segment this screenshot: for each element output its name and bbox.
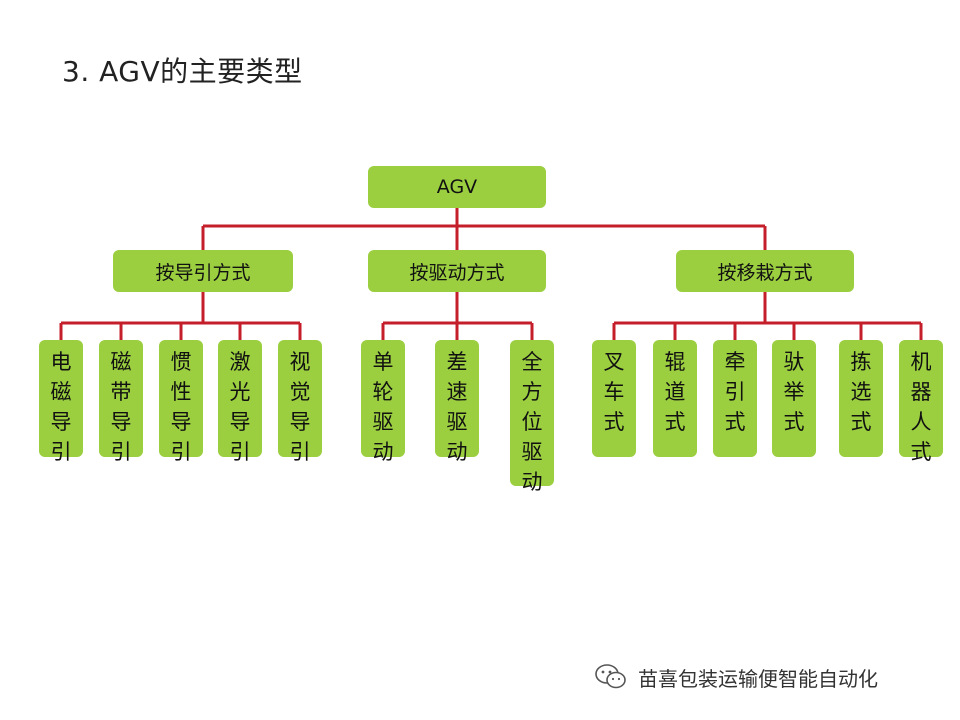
wechat-icon — [595, 664, 626, 689]
page-title: 3. AGV的主要类型 — [62, 55, 303, 88]
category-transfer-node: 按移栽方式 — [676, 250, 854, 292]
leaf-inertial-guide: 惯性导引 — [159, 340, 203, 464]
leaf-towing-type: 牵引式 — [713, 340, 757, 457]
category-drive-node: 按驱动方式 — [368, 250, 546, 292]
root-node: AGV — [368, 166, 546, 208]
leaf-single-wheel-drive: 单轮驱动 — [361, 340, 405, 464]
watermark: 苗喜包装运输便智能自动化 — [594, 660, 878, 694]
leaf-lifting-type: 驮举式 — [772, 340, 816, 457]
leaf-picking-type: 拣选式 — [839, 340, 883, 457]
leaf-laser-guide: 激光导引 — [218, 340, 262, 464]
leaf-differential-drive: 差速驱动 — [435, 340, 479, 464]
leaf-forklift-type: 叉车式 — [592, 340, 636, 457]
leaf-vision-guide: 视觉导引 — [278, 340, 322, 464]
leaf-omnidirectional-drive: 全方位驱动 — [510, 340, 554, 494]
watermark-text: 苗喜包装运输便智能自动化 — [638, 666, 878, 691]
leaf-robot-type: 机器人式 — [899, 340, 943, 464]
category-guide-node: 按导引方式 — [113, 250, 293, 292]
leaf-electromagnetic-guide: 电磁导引 — [39, 340, 83, 464]
leaf-roller-type: 辊道式 — [653, 340, 697, 457]
leaf-magnetic-tape-guide: 磁带导引 — [99, 340, 143, 464]
